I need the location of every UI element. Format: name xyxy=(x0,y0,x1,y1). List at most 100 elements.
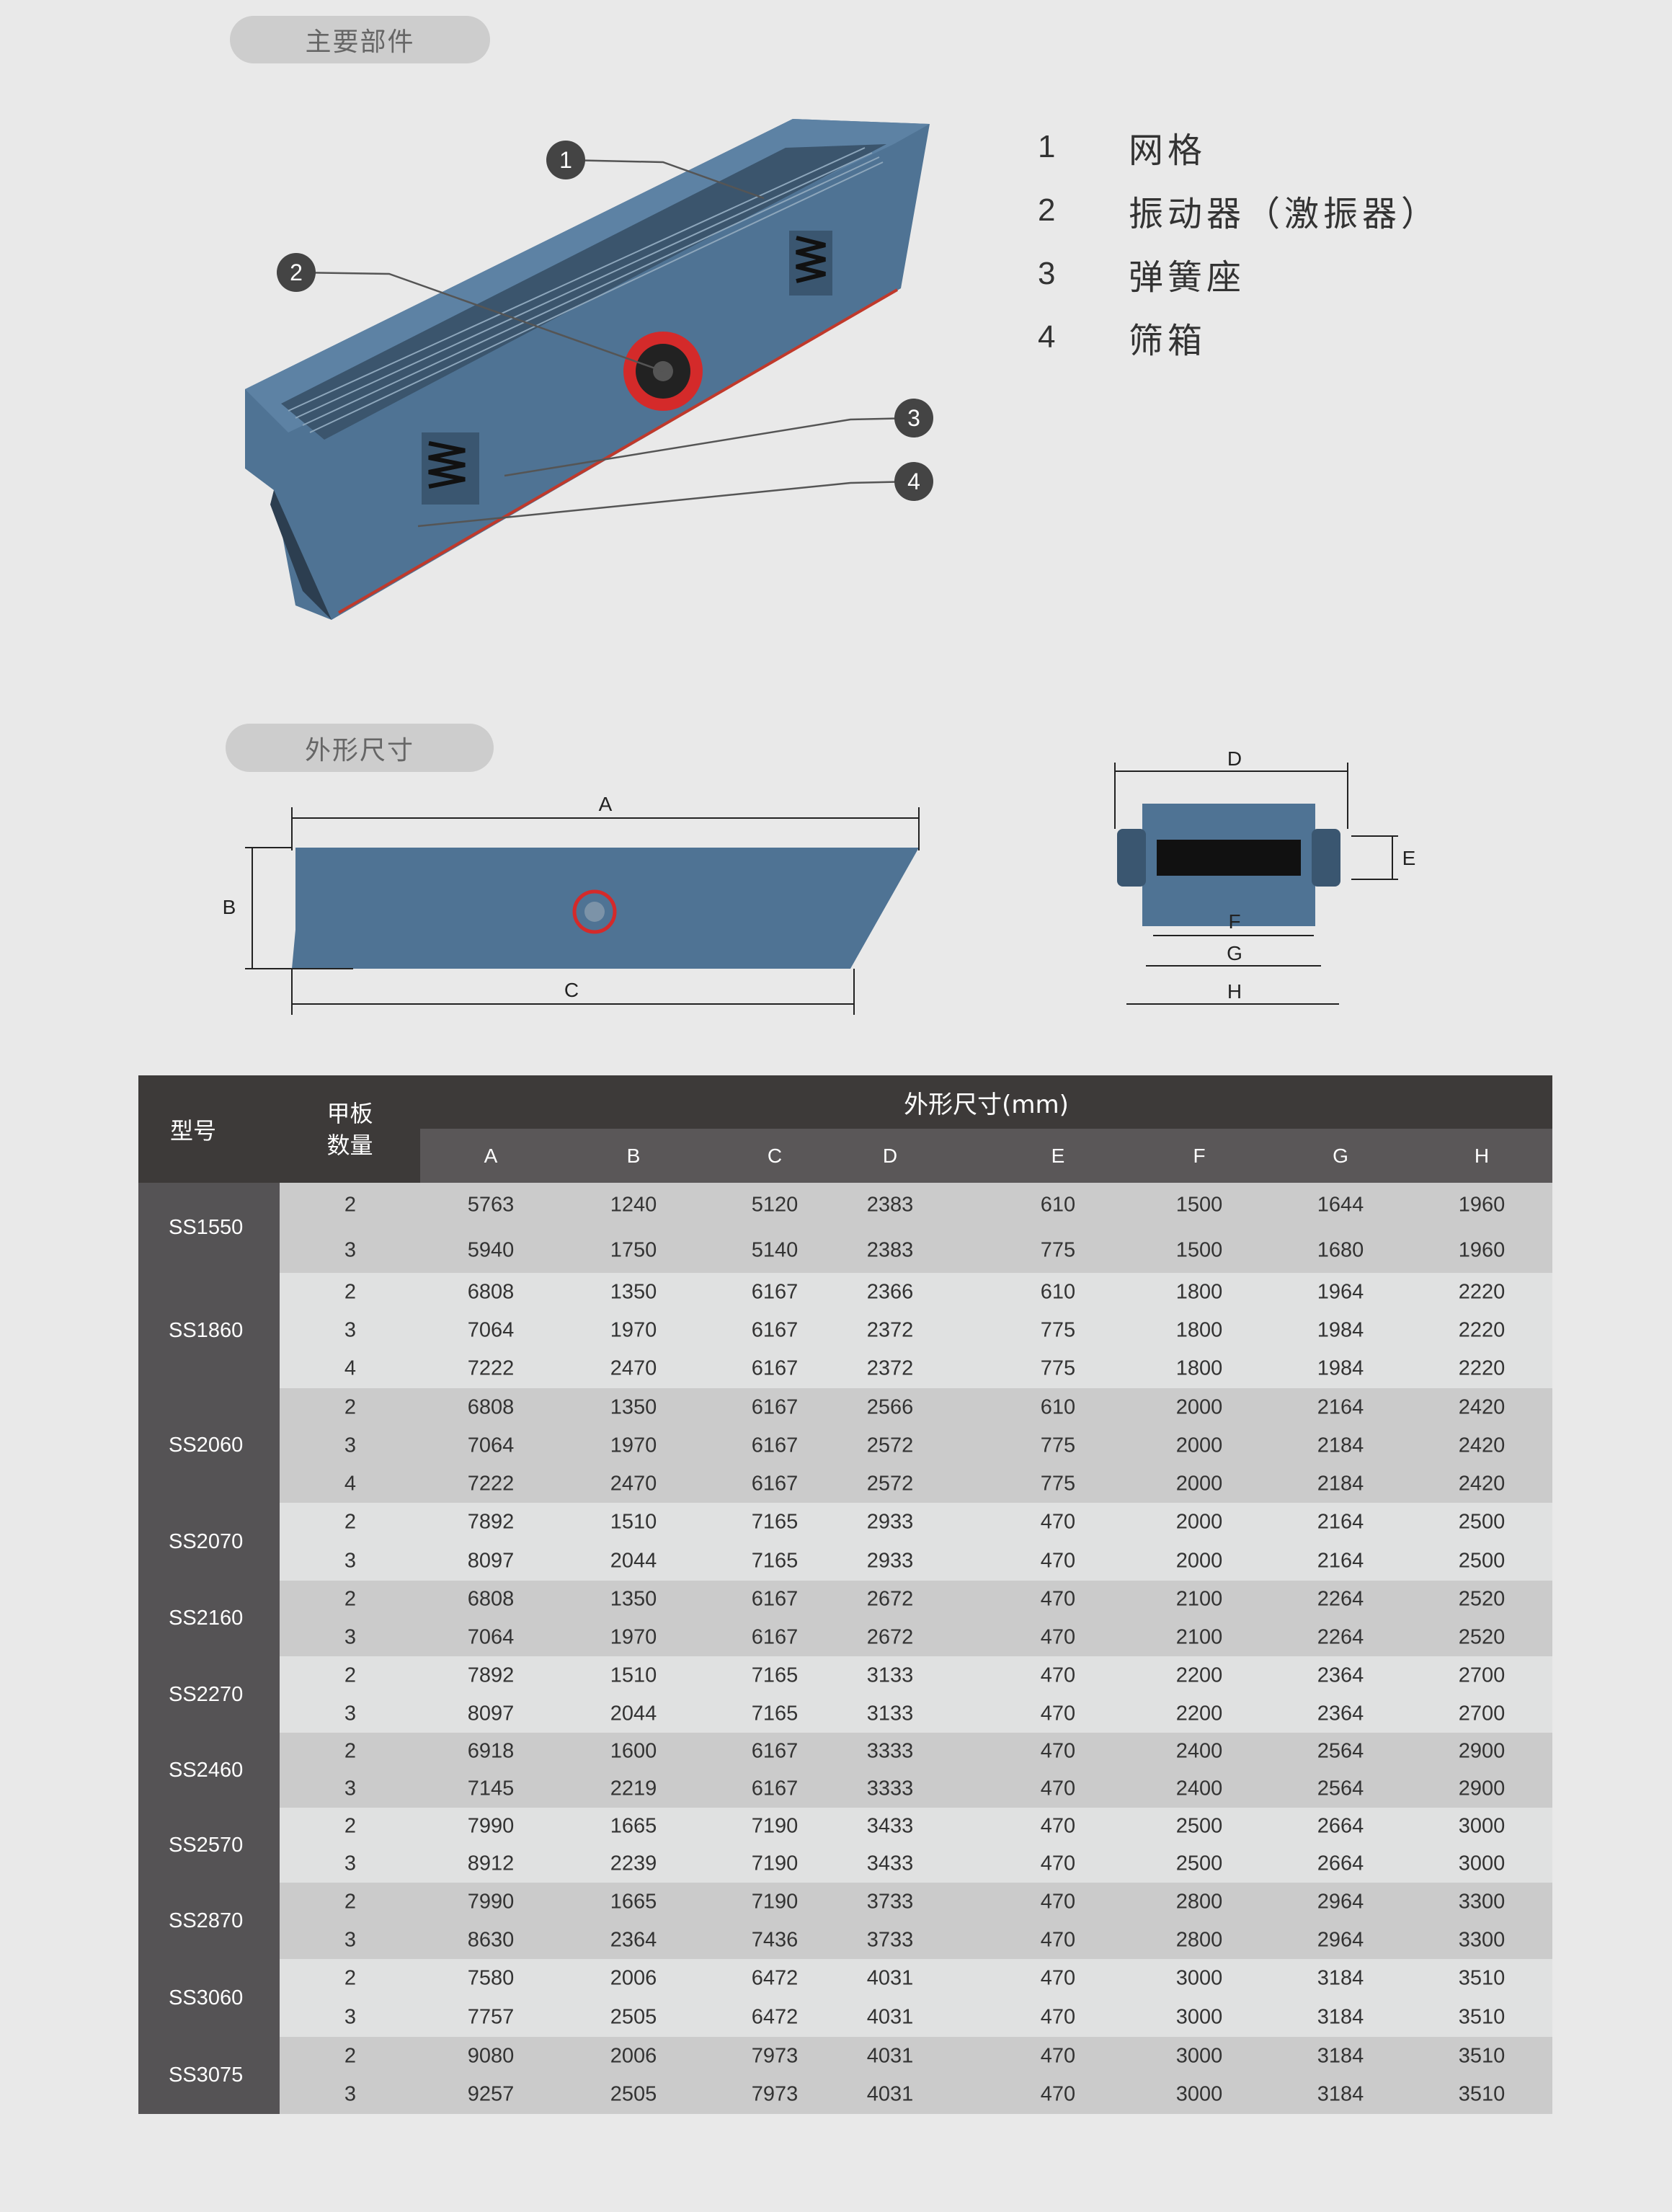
dim-cell-b: 1510 xyxy=(610,1664,657,1687)
model-cell: SS1860 xyxy=(138,1273,280,1388)
dim-cell-e: 470 xyxy=(1040,1890,1076,1913)
dim-cell-b: 1510 xyxy=(610,1510,657,1534)
dim-cell-e: 470 xyxy=(1040,1510,1076,1534)
mesh-grid xyxy=(281,144,886,440)
column-header-g: G xyxy=(1333,1145,1348,1167)
dim-cell-a: 5763 xyxy=(467,1193,515,1217)
dim-cell-g: 3184 xyxy=(1317,2082,1364,2106)
model-cell: SS2070 xyxy=(138,1503,280,1581)
dim-cell-f: 2500 xyxy=(1175,1814,1223,1838)
dim-cell-a: 7892 xyxy=(467,1664,515,1687)
dim-cell-b: 1750 xyxy=(610,1238,657,1262)
dim-cell-d: 2572 xyxy=(866,1472,914,1495)
deck-count-cell: 3 xyxy=(344,1318,357,1342)
dim-cell-c: 7165 xyxy=(751,1510,799,1534)
dim-cell-h: 3510 xyxy=(1458,1966,1506,1990)
dim-cell-e: 470 xyxy=(1040,1587,1076,1611)
dim-cell-g: 2364 xyxy=(1317,1702,1364,1725)
dim-cell-b: 2470 xyxy=(610,1356,657,1380)
dim-cell-a: 6918 xyxy=(467,1739,515,1763)
dim-cell-d: 3333 xyxy=(866,1777,914,1800)
deck-count-cell: 3 xyxy=(344,1852,357,1875)
column-header-c: C xyxy=(767,1145,783,1167)
svg-text:G: G xyxy=(1227,942,1242,964)
dim-cell-f: 1800 xyxy=(1175,1356,1223,1380)
deck-count-cell: 4 xyxy=(344,1472,357,1495)
dim-cell-g: 3184 xyxy=(1317,2005,1364,2029)
dim-cell-d: 2383 xyxy=(866,1238,914,1262)
dim-cell-f: 3000 xyxy=(1175,2005,1223,2029)
dim-cell-h: 2900 xyxy=(1458,1739,1506,1763)
dim-cell-f: 2400 xyxy=(1175,1777,1223,1800)
dim-cell-c: 6167 xyxy=(751,1318,799,1342)
dim-cell-h: 2420 xyxy=(1458,1472,1506,1495)
dim-cell-c: 7165 xyxy=(751,1664,799,1687)
model-cell: SS3075 xyxy=(138,2037,280,2114)
dim-cell-d: 3333 xyxy=(866,1739,914,1763)
dim-cell-f: 1800 xyxy=(1175,1318,1223,1342)
deck-count-cell: 3 xyxy=(344,1549,357,1573)
dim-cell-b: 1970 xyxy=(610,1434,657,1457)
dim-cell-d: 3433 xyxy=(866,1852,914,1875)
svg-text:C: C xyxy=(564,979,579,1001)
dim-cell-e: 470 xyxy=(1040,1814,1076,1838)
svg-text:D: D xyxy=(1227,747,1242,770)
deck-count-cell: 3 xyxy=(344,1928,357,1951)
deck-count-cell: 2 xyxy=(344,1890,357,1913)
dim-cell-f: 2200 xyxy=(1175,1702,1223,1725)
dim-cell-c: 6167 xyxy=(751,1280,799,1304)
dim-cell-g: 2184 xyxy=(1317,1472,1364,1495)
dim-cell-a: 6808 xyxy=(467,1395,515,1418)
dim-cell-e: 470 xyxy=(1040,1664,1076,1687)
deck-count-cell: 3 xyxy=(344,1238,357,1262)
dim-cell-c: 6167 xyxy=(751,1472,799,1495)
dim-cell-f: 2000 xyxy=(1175,1510,1223,1534)
dim-cell-b: 2044 xyxy=(610,1549,657,1573)
dim-cell-a: 7990 xyxy=(467,1814,515,1838)
dim-cell-h: 2420 xyxy=(1458,1434,1506,1457)
dim-cell-e: 775 xyxy=(1040,1472,1076,1495)
spring-seat-left xyxy=(422,432,479,505)
dim-cell-f: 2000 xyxy=(1175,1434,1223,1457)
dim-cell-f: 1500 xyxy=(1175,1238,1223,1262)
dim-cell-e: 775 xyxy=(1040,1318,1076,1342)
dim-cell-g: 2264 xyxy=(1317,1625,1364,1649)
dim-cell-c: 7165 xyxy=(751,1702,799,1725)
dim-cell-b: 1970 xyxy=(610,1318,657,1342)
dim-cell-b: 2239 xyxy=(610,1852,657,1875)
dim-cell-h: 2700 xyxy=(1458,1664,1506,1687)
dim-cell-h: 1960 xyxy=(1458,1193,1506,1217)
column-header-a: A xyxy=(484,1145,498,1167)
dim-cell-g: 2164 xyxy=(1317,1510,1364,1534)
lower-panel xyxy=(270,490,332,620)
legend-number: 2 xyxy=(1038,192,1056,228)
dim-cell-d: 4031 xyxy=(866,2005,914,2029)
column-header-h: H xyxy=(1474,1145,1490,1167)
dim-cell-d: 2383 xyxy=(866,1193,914,1217)
dim-cell-h: 2220 xyxy=(1458,1318,1506,1342)
dim-cell-h: 2500 xyxy=(1458,1549,1506,1573)
dim-cell-b: 1600 xyxy=(610,1739,657,1763)
deck-count-cell: 2 xyxy=(344,1664,357,1687)
svg-text:E: E xyxy=(1402,847,1416,869)
dim-cell-b: 1240 xyxy=(610,1193,657,1217)
spring-seat-right xyxy=(789,231,832,296)
dim-cell-d: 4031 xyxy=(866,1966,914,1990)
legend-number: 3 xyxy=(1038,256,1056,291)
dim-cell-g: 1644 xyxy=(1317,1193,1364,1217)
model-cell: SS2270 xyxy=(138,1656,280,1733)
model-cell: SS2060 xyxy=(138,1388,280,1503)
dim-cell-h: 3000 xyxy=(1458,1814,1506,1838)
